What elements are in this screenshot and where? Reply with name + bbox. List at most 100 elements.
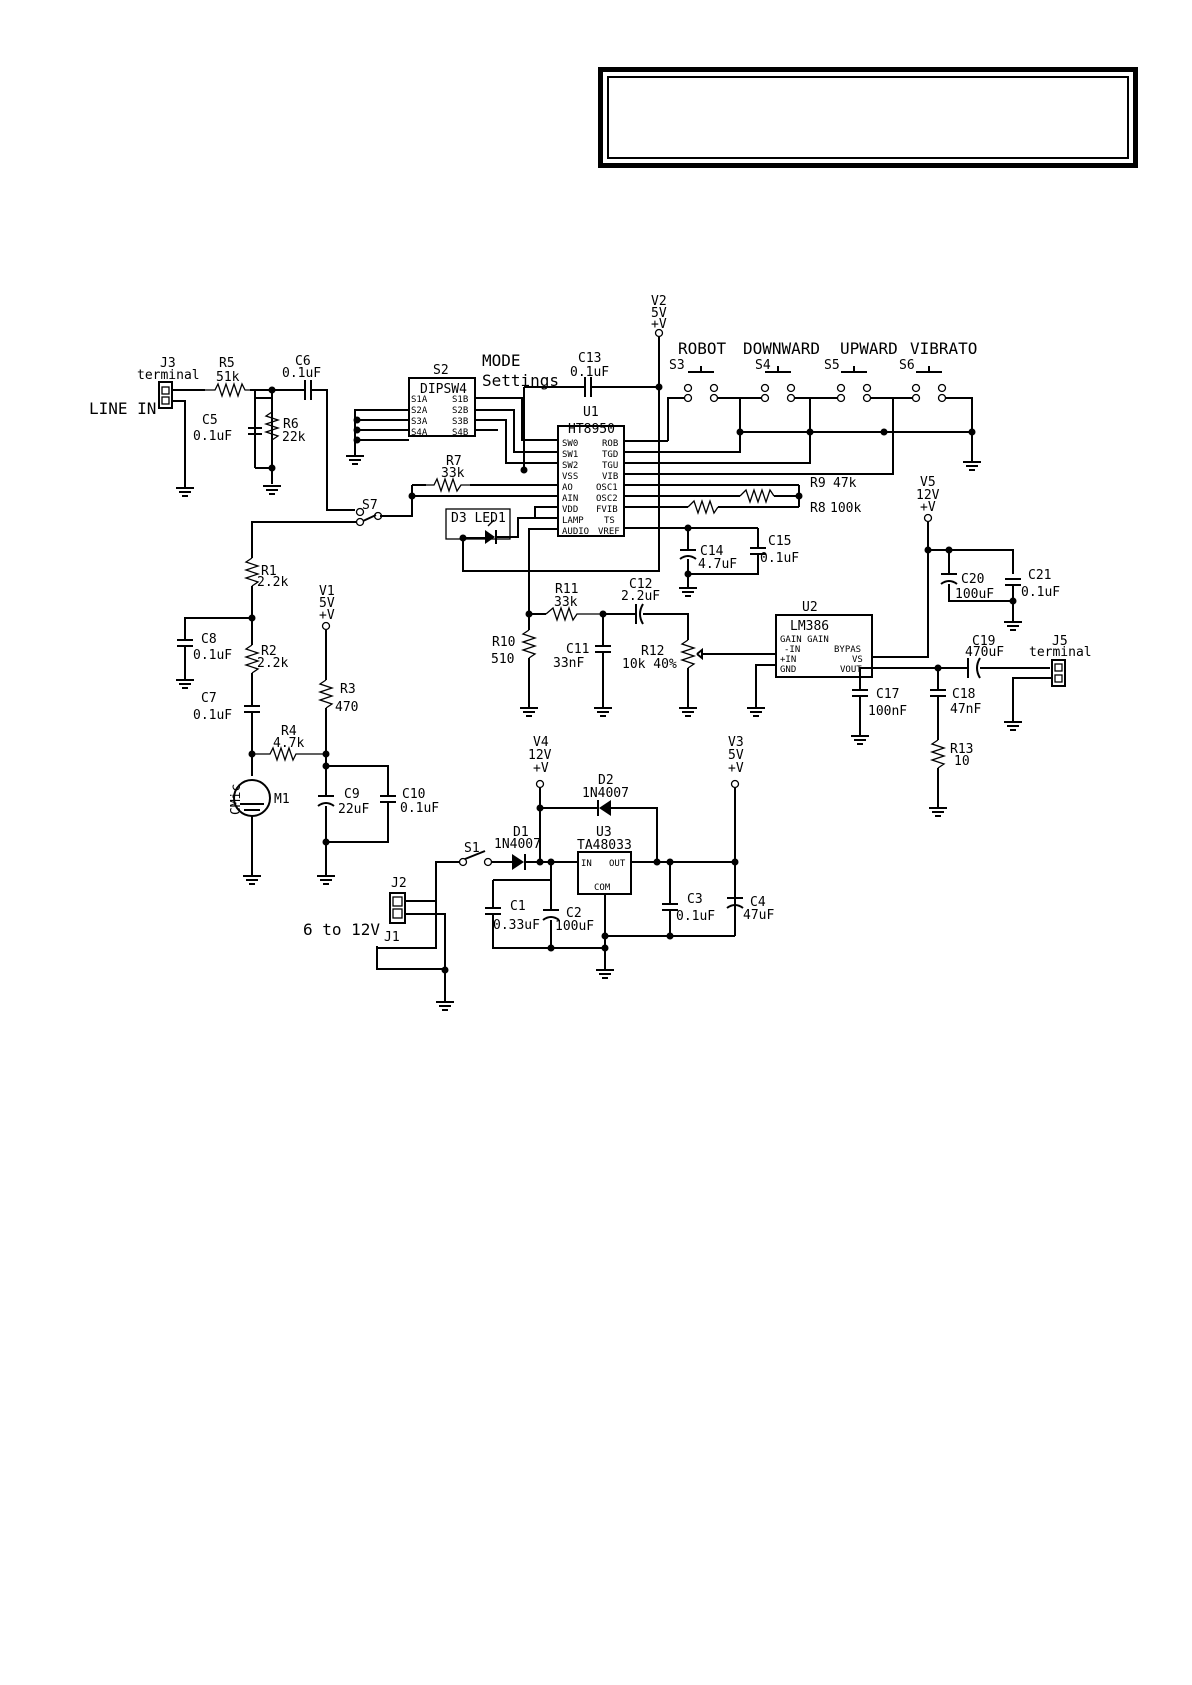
svg-text:S4A: S4A	[411, 428, 428, 438]
v4-supply: V4 12V +V	[528, 735, 552, 789]
r4-resistor: R4 4.7k	[252, 724, 326, 763]
svg-text:33nF: 33nF	[553, 656, 584, 671]
d1-diode: D1 1N4007	[494, 825, 541, 870]
svg-text:470uF: 470uF	[965, 645, 1004, 660]
r2-resistor: R2 2.2k	[243, 644, 288, 674]
svg-text:J5: J5	[1052, 634, 1068, 649]
d2-diode: D2 1N4007	[582, 773, 629, 816]
ground-symbol	[176, 487, 194, 497]
svg-text:100k: 100k	[830, 501, 861, 516]
svg-text:FVIB: FVIB	[596, 505, 618, 515]
c20-capacitor: C20 100uF	[940, 572, 994, 602]
svg-text:10: 10	[954, 754, 970, 769]
svg-text:OSC1: OSC1	[596, 483, 618, 493]
s7-switch: S7	[355, 498, 383, 527]
svg-text:R3: R3	[340, 682, 356, 697]
svg-text:C11: C11	[566, 642, 589, 657]
svg-text:R7: R7	[446, 454, 462, 469]
title-block	[598, 67, 1138, 168]
c4-capacitor: C4 47uF	[726, 895, 774, 923]
ground-symbol	[929, 807, 947, 817]
r12-potentiometer: R12 10k 40%	[622, 639, 703, 672]
svg-text:R2: R2	[261, 644, 277, 659]
svg-text:S3B: S3B	[452, 417, 468, 427]
svg-text:+IN: +IN	[780, 655, 796, 665]
svg-text:J2: J2	[391, 876, 407, 891]
line-in-label: LINE IN	[89, 399, 156, 418]
c5-capacitor: C5 0.1uF	[193, 413, 262, 444]
r5-resistor: R5 51k	[205, 356, 250, 399]
svg-text:CMic: CMic	[229, 784, 244, 815]
svg-text:R11: R11	[555, 582, 578, 597]
svg-text:100nF: 100nF	[868, 704, 907, 719]
svg-text:S6: S6	[899, 358, 915, 373]
svg-text:C9: C9	[344, 787, 360, 802]
m1-microphone: M1 CMic	[229, 779, 290, 817]
svg-text:C6: C6	[295, 354, 311, 369]
c8-capacitor: C8 0.1uF	[177, 632, 232, 663]
svg-text:C5: C5	[202, 413, 218, 428]
svg-text:VDD: VDD	[562, 505, 578, 515]
ground-symbol	[436, 1001, 454, 1011]
svg-text:U3: U3	[596, 825, 612, 840]
svg-text:V2: V2	[651, 294, 667, 309]
svg-text:0.1uF: 0.1uF	[570, 365, 609, 380]
r10-resistor: R10 510	[491, 629, 538, 667]
r13-resistor: R13 10	[929, 739, 973, 769]
svg-text:terminal: terminal	[137, 368, 200, 383]
svg-text:C21: C21	[1028, 568, 1051, 583]
svg-text:TA48033: TA48033	[577, 838, 632, 853]
svg-text:C10: C10	[402, 787, 425, 802]
downward-header: DOWNWARD	[743, 339, 820, 358]
c19-capacitor: C19 470uF	[965, 634, 1004, 679]
c3-capacitor: C3 0.1uF	[662, 892, 715, 924]
s4-pushbutton: S4	[755, 358, 796, 403]
svg-text:S2A: S2A	[411, 406, 428, 416]
c14-capacitor: C14 4.7uF	[679, 544, 737, 572]
svg-text:U1: U1	[583, 405, 599, 420]
svg-text:5V: 5V	[651, 306, 667, 321]
svg-text:GAIN GAIN: GAIN GAIN	[780, 635, 829, 645]
svg-text:S4: S4	[755, 358, 771, 373]
svg-text:2.2k: 2.2k	[257, 575, 288, 590]
svg-text:C3: C3	[687, 892, 703, 907]
svg-text:VS: VS	[852, 655, 863, 665]
svg-text:R8: R8	[810, 501, 826, 516]
svg-text:COM: COM	[594, 883, 611, 893]
svg-text:33k: 33k	[441, 466, 465, 481]
robot-header: ROBOT	[678, 339, 727, 358]
ground-symbol	[243, 875, 261, 885]
c18-capacitor: C18 47nF	[930, 687, 981, 717]
svg-text:4.7uF: 4.7uF	[698, 557, 737, 572]
c6-capacitor: C6 0.1uF	[282, 354, 355, 511]
svg-text:D3 LED1: D3 LED1	[451, 511, 506, 526]
c11-capacitor: C11 33nF	[553, 642, 611, 671]
u3-regulator: U3 TA48033 IN OUT COM	[577, 825, 632, 895]
svg-text:100uF: 100uF	[955, 587, 994, 602]
svg-text:HT8950: HT8950	[568, 422, 615, 437]
svg-text:LAMP: LAMP	[562, 516, 584, 526]
svg-text:C8: C8	[201, 632, 217, 647]
j1-dc-jack: J1	[376, 930, 400, 970]
svg-text:47nF: 47nF	[950, 702, 981, 717]
c10-capacitor: C10 0.1uF	[380, 787, 439, 816]
svg-text:2.2k: 2.2k	[257, 656, 288, 671]
svg-text:S3: S3	[669, 358, 685, 373]
svg-text:12V: 12V	[528, 748, 552, 763]
ground-symbol	[747, 707, 765, 717]
v2-supply: V2 5V +V	[651, 294, 667, 338]
svg-text:-IN: -IN	[784, 645, 800, 655]
svg-text:0.1uF: 0.1uF	[193, 648, 232, 663]
svg-text:C18: C18	[952, 687, 975, 702]
r8-resistor: R8 100k	[687, 498, 861, 516]
ground-symbol	[1004, 721, 1022, 731]
c12-capacitor: C12 2.2uF	[621, 577, 660, 625]
svg-text:SW2: SW2	[562, 461, 578, 471]
ground-symbol	[679, 587, 697, 597]
svg-text:M1: M1	[274, 792, 290, 807]
svg-text:SW1: SW1	[562, 450, 578, 460]
svg-text:100uF: 100uF	[555, 919, 594, 934]
svg-text:J1: J1	[384, 930, 400, 945]
svg-text:5V: 5V	[319, 596, 335, 611]
svg-text:+V: +V	[319, 608, 335, 623]
